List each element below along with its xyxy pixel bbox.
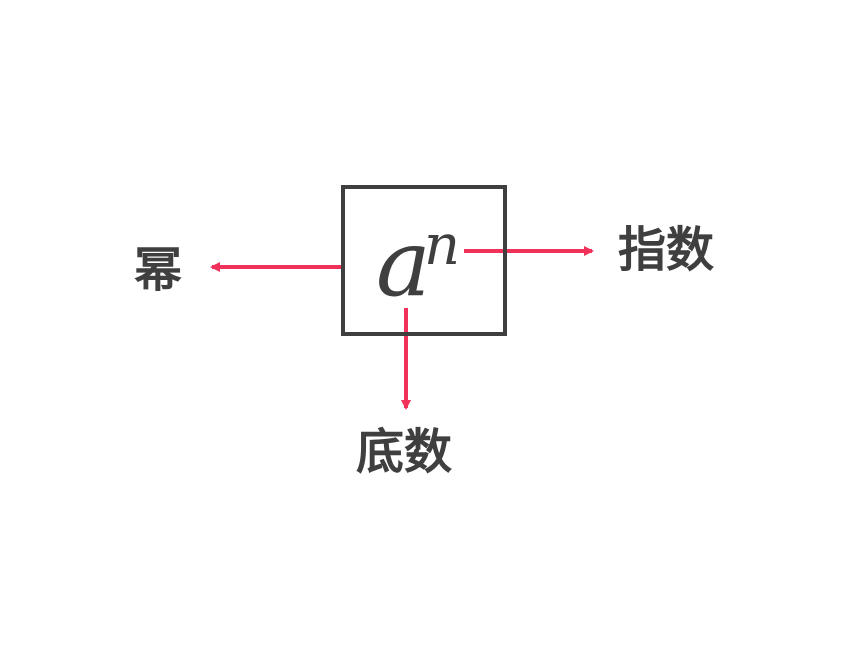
- base-letter: a: [376, 210, 431, 317]
- exponent-label: 指数: [618, 222, 715, 278]
- expression-box: [341, 185, 507, 336]
- base-label: 底数: [356, 424, 453, 480]
- exponent-letter: n: [424, 213, 461, 278]
- power-label: 幂: [134, 242, 183, 298]
